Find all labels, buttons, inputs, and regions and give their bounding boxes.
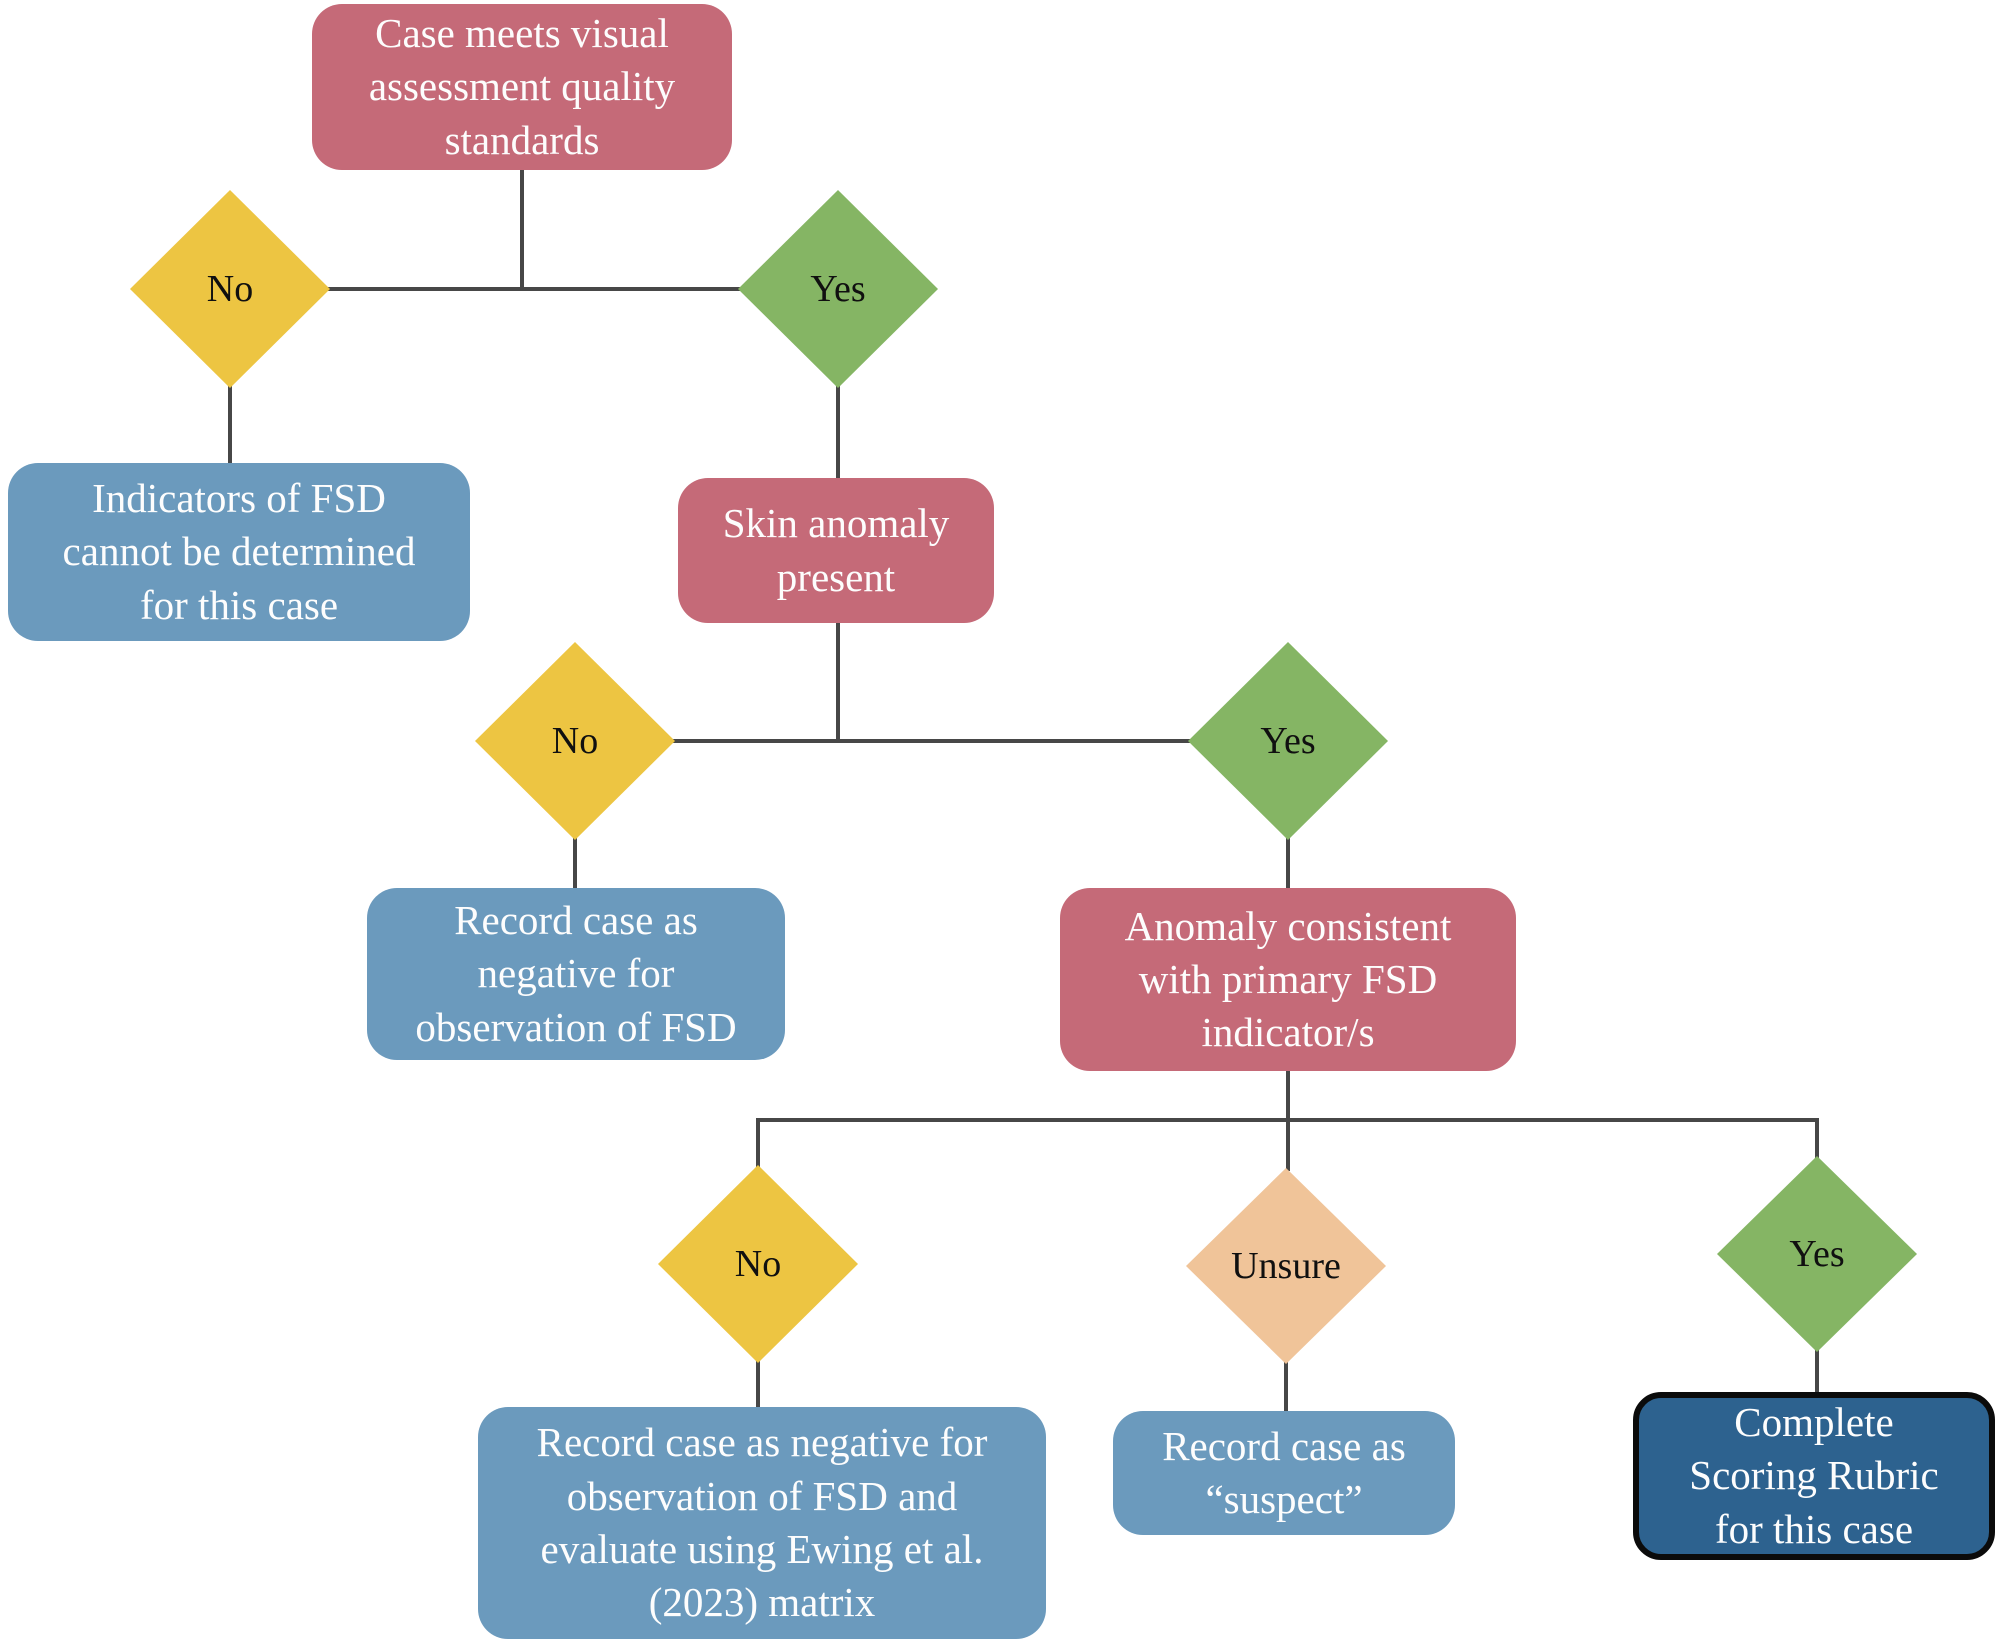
connector-row3-horizontal xyxy=(756,1118,1819,1122)
node-complete-scoring-rubric: Complete Scoring Rubric for this case xyxy=(1633,1392,1995,1560)
decision-no-1: No xyxy=(130,190,330,388)
connector-no2-record xyxy=(573,838,577,891)
decision-no-3: No xyxy=(658,1165,858,1363)
connector-row1-horizontal xyxy=(326,287,742,291)
node-record-negative-ewing: Record case as negative for observation … xyxy=(478,1407,1046,1639)
connector-down-yes3 xyxy=(1815,1118,1819,1161)
connector-row2-horizontal xyxy=(673,739,1190,743)
connector-unsure-suspect xyxy=(1284,1361,1288,1413)
connector-yes1-skin xyxy=(836,386,840,481)
connector-no1-indicators xyxy=(228,386,232,466)
node-skin-anomaly: Skin anomaly present xyxy=(678,478,994,623)
decision-yes-3: Yes xyxy=(1717,1156,1917,1352)
decision-yes-2: Yes xyxy=(1188,642,1388,840)
decision-yes-1: Yes xyxy=(738,190,938,388)
decision-no-2: No xyxy=(475,642,675,840)
node-anomaly-consistent: Anomaly consistent with primary FSD indi… xyxy=(1060,888,1516,1071)
node-indicators-undetermined: Indicators of FSD cannot be determined f… xyxy=(8,463,470,641)
connector-down-no3 xyxy=(756,1118,760,1168)
decision-unsure: Unsure xyxy=(1186,1168,1386,1364)
node-record-negative: Record case as negative for observation … xyxy=(367,888,785,1060)
connector-no3-ewing xyxy=(756,1360,760,1410)
connector-yes2-anomaly xyxy=(1286,838,1290,891)
connector-skin-down xyxy=(836,621,840,743)
node-record-suspect: Record case as “suspect” xyxy=(1113,1411,1455,1535)
connector-quality-down xyxy=(520,168,524,290)
node-quality-standards: Case meets visual assessment quality sta… xyxy=(312,4,732,170)
connector-yes3-rubric xyxy=(1815,1347,1819,1395)
